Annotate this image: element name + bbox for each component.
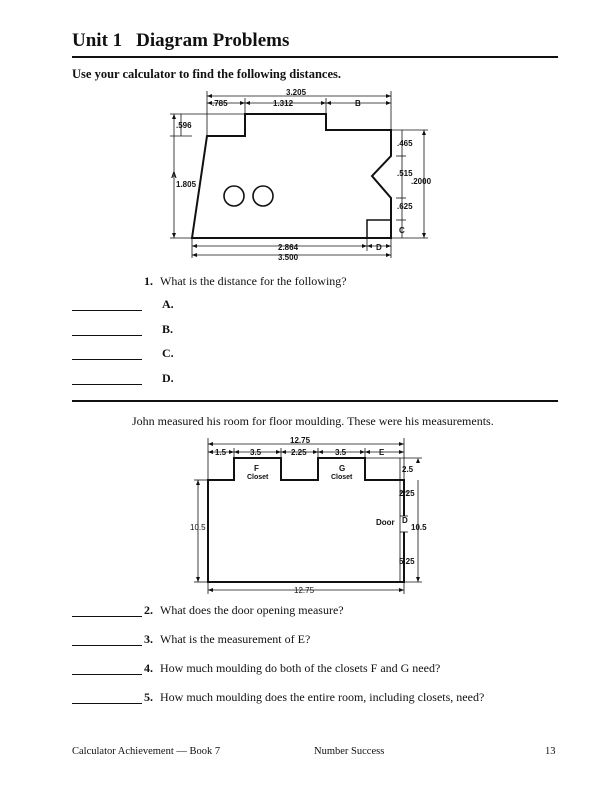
question-4-text: How much moulding do both of the closets… — [160, 661, 441, 675]
dim-left-small: .596 — [176, 121, 192, 130]
answer-blank-3[interactable] — [72, 645, 142, 646]
part-c-label: C. — [162, 346, 174, 360]
question-2: 2. What does the door opening measure? — [144, 603, 344, 618]
instructions: Use your calculator to find the followin… — [72, 67, 341, 81]
dim-bottom-partial: 2.864 — [278, 243, 299, 252]
room-dim-seg1: 1.5 — [215, 448, 227, 457]
question-3: 3. What is the measurement of E? — [144, 632, 310, 647]
room-dim-left-height: 10.5 — [190, 523, 206, 532]
room-dim-bottom-width: 12.75 — [294, 586, 315, 595]
dim-top-total: 3.205 — [286, 88, 307, 97]
dim-label-c: C — [399, 226, 405, 235]
answer-blank-d[interactable] — [72, 384, 142, 385]
answer-blank-a[interactable] — [72, 310, 142, 311]
footer-page-number: 13 — [545, 746, 556, 757]
dim-notch-top: .465 — [397, 139, 413, 148]
dim-notch: .515 — [397, 169, 413, 178]
room-dim-right-upper: 2.25 — [399, 489, 415, 498]
room-dim-label-e: E — [379, 448, 385, 457]
question-1-number: 1. — [144, 274, 153, 288]
title-rule — [72, 56, 558, 58]
footer-book: Calculator Achievement — Book 7 — [72, 746, 221, 757]
room-dim-seg2: 3.5 — [250, 448, 262, 457]
dim-lower-right: .625 — [397, 202, 413, 211]
dim-bottom-total: 3.500 — [278, 253, 299, 262]
diagram-part-1: 3.205 .785 1.312 B .596 A 1.805 .465 .51… — [170, 88, 432, 262]
closet-f-letter: F — [254, 464, 259, 473]
answer-blank-4[interactable] — [72, 674, 142, 675]
dim-left-height: 1.805 — [176, 180, 197, 189]
question-4-number: 4. — [144, 661, 153, 675]
question-2-number: 2. — [144, 603, 153, 617]
room-dim-seg4: 3.5 — [335, 448, 347, 457]
section-rule — [72, 400, 558, 402]
room-dim-right-lower: 5.25 — [399, 557, 415, 566]
question-5: 5. How much moulding does the entire roo… — [144, 690, 484, 705]
question-5-text: How much moulding does the entire room, … — [160, 690, 485, 704]
story-text: John measured his room for floor mouldin… — [132, 414, 494, 428]
title-text: Diagram Problems — [136, 30, 290, 51]
question-1-text: What is the distance for the following? — [160, 274, 347, 288]
door-label: Door — [376, 518, 395, 527]
closet-g-word: Closet — [331, 474, 353, 481]
dim-middle-step: 1.312 — [273, 99, 294, 108]
footer-series: Number Success — [314, 746, 385, 757]
question-3-text: What is the measurement of E? — [160, 632, 311, 646]
closet-f-word: Closet — [247, 474, 269, 481]
dim-left-step: .785 — [212, 99, 228, 108]
door-letter: D — [402, 516, 408, 525]
answer-blank-b[interactable] — [72, 335, 142, 336]
question-3-number: 3. — [144, 632, 153, 646]
dim-label-a: A — [171, 171, 177, 180]
question-5-number: 5. — [144, 690, 153, 704]
page-title: Unit 1 Diagram Problems — [72, 30, 289, 52]
room-dim-right-height: 10.5 — [411, 523, 427, 532]
dim-right-height: .2000 — [411, 177, 432, 186]
question-2-text: What does the door opening measure? — [160, 603, 344, 617]
room-dim-seg3: 2.25 — [291, 448, 307, 457]
room-dim-closet-depth: 2.5 — [402, 465, 414, 474]
dim-label-d: D — [376, 243, 382, 252]
part-d-label: D. — [162, 371, 174, 385]
room-dim-top-total: 12.75 — [290, 436, 311, 445]
question-1: 1. What is the distance for the followin… — [144, 274, 347, 289]
answer-blank-c[interactable] — [72, 359, 142, 360]
diagram-room: 12.75 1.5 3.5 2.25 3.5 E F Closet G Clos… — [190, 436, 427, 595]
closet-g-letter: G — [339, 464, 345, 473]
part-a-label: A. — [162, 297, 174, 311]
answer-blank-5[interactable] — [72, 703, 142, 704]
part-b-label: B. — [162, 322, 174, 336]
dim-label-b: B — [355, 99, 361, 108]
question-4: 4. How much moulding do both of the clos… — [144, 661, 440, 676]
unit-label: Unit 1 — [72, 30, 123, 51]
answer-blank-2[interactable] — [72, 616, 142, 617]
